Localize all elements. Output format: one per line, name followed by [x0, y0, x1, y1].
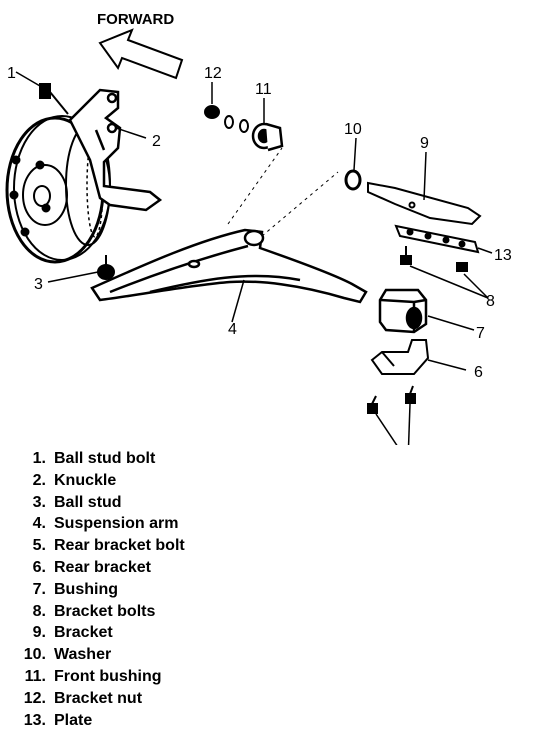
legend-item: 9. Bracket — [10, 622, 185, 644]
legend-label: Rear bracket bolt — [54, 537, 185, 555]
callout-7: 7 — [476, 325, 485, 342]
legend-label: Ball stud bolt — [54, 450, 156, 467]
callout-3: 3 — [34, 276, 43, 293]
callout-4: 4 — [228, 321, 237, 338]
legend-label: Suspension arm — [54, 515, 179, 533]
plate — [394, 224, 480, 254]
forward-label: FORWARD — [97, 11, 174, 28]
legend-number: 7. — [32, 580, 46, 598]
legend-item: 10. Washer — [10, 644, 185, 666]
legend-item: 1. Ball stud bolt — [10, 448, 185, 470]
rear-bracket-bolts — [367, 385, 416, 414]
knuckle — [68, 88, 163, 212]
legend-label: Rear bracket — [54, 558, 151, 576]
legend-number: 13. — [23, 711, 46, 729]
legend-label: Plate — [54, 711, 93, 729]
callout-10: 10 — [344, 121, 362, 138]
legend-number: 12. — [23, 689, 46, 707]
legend-label: Bracket bolts — [54, 602, 156, 620]
callout-9: 9 — [420, 135, 429, 152]
legend-number: 8. — [32, 602, 46, 620]
leader-lines — [15, 71, 493, 445]
legend-number: 10. — [23, 646, 46, 664]
legend-label: Bracket — [54, 624, 113, 642]
callout-6: 6 — [474, 364, 483, 381]
callout-2: 2 — [152, 133, 161, 150]
ball-stud — [97, 255, 115, 280]
legend-item: 8. Bracket bolts — [10, 601, 185, 623]
bracket — [367, 181, 482, 226]
legend-label: Washer — [54, 646, 112, 664]
legend-item: 7. Bushing — [10, 579, 185, 601]
rear-bracket — [370, 339, 430, 375]
alignment-lines — [227, 147, 339, 237]
callout-1: 1 — [7, 65, 16, 82]
callout-8: 8 — [486, 293, 495, 310]
forward-arrow-icon — [98, 28, 184, 80]
ball-stud-bolt — [39, 83, 69, 115]
callout-12: 12 — [204, 65, 222, 82]
bracket-nut — [204, 105, 249, 133]
legend-item: 6. Rear bracket — [10, 557, 185, 579]
legend-number: 9. — [32, 624, 46, 642]
legend-label: Front bushing — [54, 667, 162, 685]
legend-label: Knuckle — [54, 471, 117, 489]
parts-legend: 1. Ball stud bolt 2. Knuckle 3. Ball stud 4. Su… — [10, 448, 185, 731]
washer — [344, 169, 362, 191]
legend-item: 13. Plate — [10, 710, 185, 732]
legend-item: 2. Knuckle — [10, 470, 185, 492]
bracket-bolts — [400, 246, 468, 272]
legend-number: 3. — [32, 493, 46, 511]
legend-label: Bushing — [54, 580, 118, 598]
exploded-view-diagram: FORWARD — [5, 11, 512, 445]
legend-item: 3. Ball stud — [10, 492, 185, 514]
legend-label: Ball stud — [54, 493, 122, 511]
legend-item: 12. Bracket nut — [10, 688, 185, 710]
legend-label: Bracket nut — [54, 689, 143, 707]
legend-number: 5. — [32, 537, 46, 555]
legend-number: 2. — [32, 471, 46, 489]
legend-number: 6. — [32, 558, 46, 576]
legend-number: 11. — [24, 667, 46, 685]
legend-number: 4. — [32, 515, 46, 533]
legend-item: 11. Front bushing — [10, 666, 185, 688]
legend-number: 1. — [32, 450, 46, 467]
legend-item: 5. Rear bracket bolt — [10, 535, 185, 557]
bushing — [378, 288, 428, 334]
callout-11: 11 — [255, 81, 272, 98]
callout-13: 13 — [494, 247, 512, 264]
legend-item: 4. Suspension arm — [10, 513, 185, 535]
suspension-arm — [90, 228, 368, 304]
front-bushing — [251, 122, 284, 152]
